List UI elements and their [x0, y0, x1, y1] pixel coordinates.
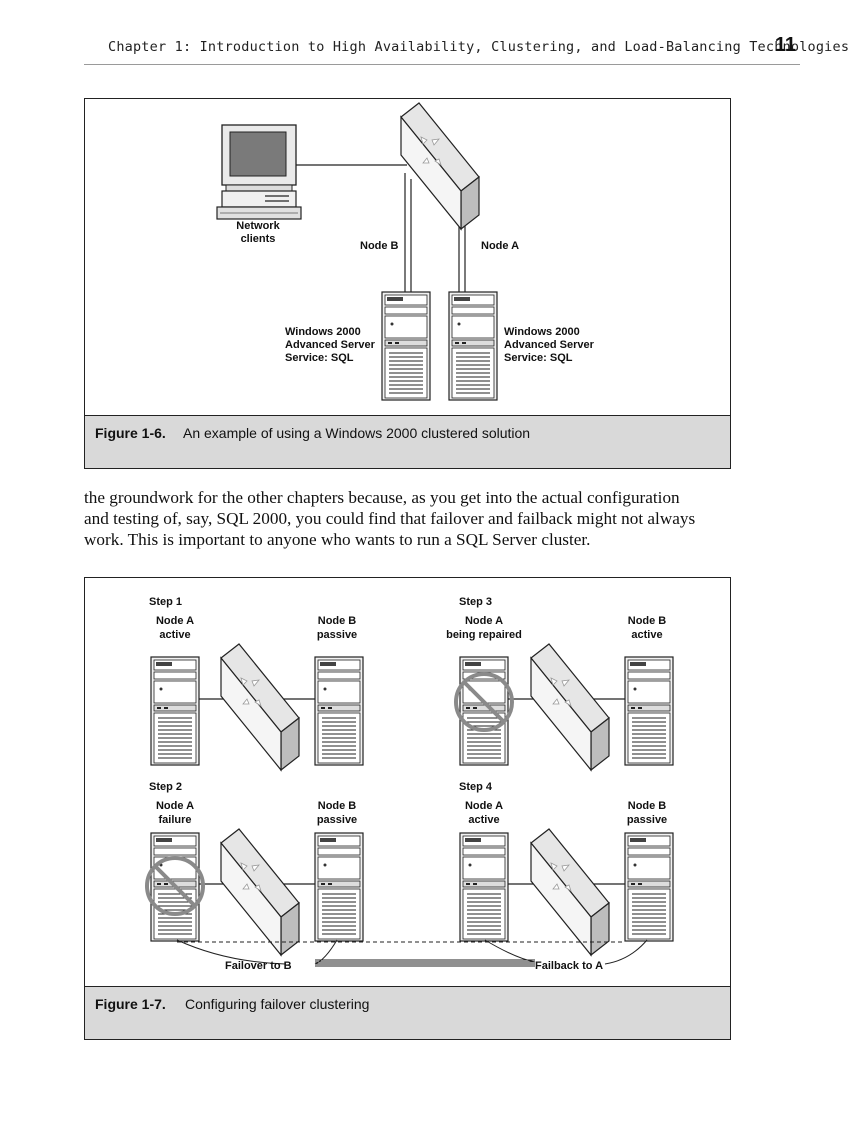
left-server-edition: Advanced Server [285, 339, 376, 351]
server-node-b-icon [381, 291, 431, 401]
figure-1-6-caption: Figure 1-6. An example of using a Window… [85, 415, 730, 468]
right-server-os: Windows 2000 [504, 326, 580, 338]
step-1-panel: Step 1 Node A active Node B passive [149, 596, 364, 771]
body-paragraph: the groundwork for the other chapters be… [84, 487, 734, 550]
node-a-name: Node A [465, 615, 503, 627]
running-head: Chapter 1: Introduction to High Availabi… [84, 34, 849, 65]
node-b-state: passive [317, 629, 357, 641]
step-4-panel: Step 4 Node A active Node B passive [459, 781, 674, 956]
server-node-b-icon [314, 832, 364, 942]
node-b-name: Node B [628, 800, 667, 812]
clients-label-line1: Network [236, 220, 280, 232]
clients-label-line2: clients [241, 233, 276, 245]
node-a-name: Node A [465, 800, 503, 812]
figure-1-7: Step 1 Node A active Node B passive Step… [84, 577, 731, 1040]
body-line: the groundwork for the other chapters be… [84, 488, 680, 507]
figure-1-6: Network clients Node B Node A Windows 20… [84, 98, 731, 469]
figure-1-7-caption: Figure 1-7. Configuring failover cluster… [85, 986, 730, 1039]
node-b-name: Node B [628, 615, 667, 627]
client-computer-icon [216, 124, 302, 220]
node-b-state: active [631, 629, 662, 641]
body-line: and testing of, say, SQL 2000, you could… [84, 509, 696, 528]
step-2-panel: Step 2 Node A failure Node B passive [145, 781, 364, 956]
server-node-a-icon [459, 832, 509, 942]
node-b-label: Node B [360, 240, 399, 252]
body-line: work. This is important to anyone who wa… [84, 530, 591, 549]
failover-diagram: Step 1 Node A active Node B passive Step… [145, 596, 674, 972]
network-switch-icon [530, 643, 610, 771]
failover-label: Failover to B [225, 960, 292, 972]
network-switch-icon [220, 643, 300, 771]
node-a-name: Node A [156, 800, 194, 812]
node-a-name: Node A [156, 615, 194, 627]
network-switch-icon [400, 102, 480, 230]
node-a-state: active [159, 629, 190, 641]
node-a-state: active [468, 814, 499, 826]
figure-caption-text: An example of using a Windows 2000 clust… [183, 425, 531, 441]
figure-number: Figure 1-7. [95, 996, 166, 1012]
left-server-service: Service: SQL [285, 352, 354, 364]
failover-arrow [176, 939, 625, 967]
cluster-diagram: Network clients Node B Node A Windows 20… [216, 102, 595, 401]
step-3-panel: Step 3 Node A being repaired Node B acti… [446, 596, 674, 771]
node-a-state: failure [158, 814, 191, 826]
node-b-name: Node B [318, 800, 357, 812]
network-switch-icon [220, 828, 300, 956]
server-node-b-icon [624, 656, 674, 766]
step-label: Step 2 [149, 781, 182, 793]
right-server-service: Service: SQL [504, 352, 573, 364]
step-label: Step 3 [459, 596, 492, 608]
node-b-name: Node B [318, 615, 357, 627]
left-server-os: Windows 2000 [285, 326, 361, 338]
right-server-edition: Advanced Server [504, 339, 595, 351]
step-label: Step 1 [149, 596, 182, 608]
node-a-state: being repaired [446, 629, 522, 641]
failback-arrow [484, 939, 648, 965]
no-symbol-icon [145, 856, 205, 916]
failback-label: Failback to A [535, 960, 603, 972]
figure-caption-text: Configuring failover clustering [185, 996, 370, 1012]
server-node-b-icon [314, 656, 364, 766]
page-number: 11 [774, 34, 796, 56]
step-label: Step 4 [459, 781, 493, 793]
network-switch-icon [530, 828, 610, 956]
server-node-b-icon [624, 832, 674, 942]
node-b-state: passive [317, 814, 357, 826]
node-a-label: Node A [481, 240, 519, 252]
no-symbol-icon [454, 672, 514, 732]
node-b-state: passive [627, 814, 667, 826]
server-node-a-icon [448, 291, 498, 401]
figure-number: Figure 1-6. [95, 425, 166, 441]
chapter-title: Chapter 1: Introduction to High Availabi… [108, 39, 849, 55]
server-node-a-icon [150, 656, 200, 766]
